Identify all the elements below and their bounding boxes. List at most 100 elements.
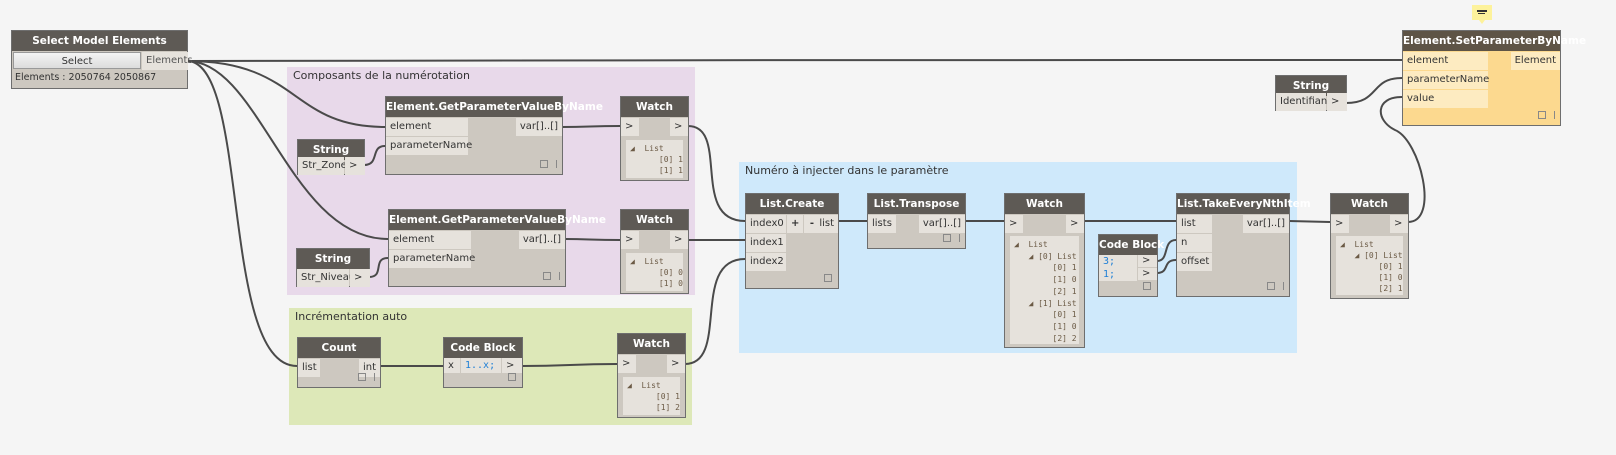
string-value[interactable]: Identifiant [1276, 93, 1331, 111]
watch-node-4[interactable]: Watch > > ◢ List ◢ [0] List [0] 1 [1] 0 … [1330, 193, 1409, 299]
input-port-element[interactable]: element [1403, 52, 1488, 70]
input-port-element[interactable]: element [389, 231, 471, 249]
code-line[interactable]: 3; [1099, 255, 1137, 268]
output-port[interactable]: var[]..[] [518, 231, 565, 249]
input-port-index1[interactable]: index1 [746, 234, 786, 252]
watch-line: [0] 0 [630, 268, 683, 277]
output-port[interactable]: var[]..[] [1242, 215, 1289, 233]
watch-output: ◢ List ◢ [0] List [0] 1 [1] 0 [2] 1 ◢ [1… [1010, 236, 1079, 344]
wire [561, 125, 621, 128]
watch-node-5[interactable]: Watch > > ◢ List [0] 1 [1] 2 [617, 333, 686, 418]
output-port-elements[interactable]: Elements [142, 52, 193, 70]
output-port[interactable]: > [1327, 93, 1347, 111]
node-title: String [1276, 76, 1346, 96]
output-port-int[interactable]: int [358, 359, 380, 377]
list-create-node[interactable]: List.Create index0 index1 index2 + - lis… [745, 193, 839, 289]
set-parameter-by-name-node[interactable]: Element.SetParameterByName element param… [1402, 30, 1586, 126]
get-parameter-value-node-2[interactable]: Element.GetParameterValueByName element … [388, 209, 606, 287]
input-port[interactable]: > [1331, 215, 1349, 233]
input-port-parametername[interactable]: parameterName [386, 137, 472, 155]
watch-line: [2] 1 [1340, 284, 1403, 293]
wire [1345, 77, 1403, 104]
input-port-x[interactable]: x [444, 358, 460, 373]
output-port[interactable]: > [1390, 215, 1408, 233]
wire [564, 238, 621, 241]
input-port-lists[interactable]: lists [868, 215, 896, 233]
node-title: String [298, 140, 364, 160]
watch-node-2[interactable]: Watch > > ◢ List [0] 0 [1] 0 [620, 209, 689, 294]
input-port-n[interactable]: n [1177, 234, 1212, 252]
input-port-index2[interactable]: index2 [746, 253, 786, 271]
preview-toggle[interactable] [543, 272, 551, 280]
preview-toggle[interactable] [1267, 282, 1275, 290]
node-title: Watch [1005, 194, 1084, 214]
code-line[interactable]: 1; [1099, 268, 1137, 281]
watch-line: [1] 2 [627, 403, 680, 412]
get-parameter-value-node-1[interactable]: Element.GetParameterValueByName element … [385, 96, 603, 175]
select-button[interactable]: Select [13, 52, 141, 69]
string-node-identifiant[interactable]: String Identifiant > [1275, 75, 1347, 111]
output-port[interactable]: > [1066, 215, 1084, 233]
preview-toggle[interactable] [540, 160, 548, 168]
output-port[interactable]: > [1138, 268, 1157, 280]
count-node[interactable]: Count list int [297, 337, 381, 388]
wire [186, 60, 386, 128]
output-port[interactable]: > [1138, 255, 1157, 267]
select-model-elements-node[interactable]: Select Model Elements Select Elements El… [11, 30, 193, 89]
output-port[interactable]: var[]..[] [515, 118, 562, 136]
watch-node-1[interactable]: Watch > > ◢ List [0] 1 [1] 1 [620, 96, 689, 181]
string-value[interactable]: Str_Zone [298, 157, 347, 175]
input-port-value[interactable]: value [1403, 90, 1488, 108]
preview-toggle[interactable] [358, 373, 366, 381]
wire [1288, 220, 1331, 223]
note-icon[interactable] [1472, 5, 1492, 24]
watch-line: ◢ List [1014, 240, 1048, 249]
input-port-element[interactable]: element [386, 118, 468, 136]
code-block-node-range[interactable]: Code Block x 1..x; > [443, 337, 523, 388]
node-title: Count [298, 338, 380, 358]
watch-line: [1] 0 [630, 279, 683, 288]
output-port[interactable]: var[]..[] [918, 215, 965, 233]
preview-toggle[interactable] [943, 234, 951, 242]
code-line[interactable]: 1..x; [461, 358, 501, 373]
input-port-list[interactable]: list [1177, 215, 1212, 233]
output-port[interactable]: > [670, 118, 688, 136]
group-title: Composants de la numérotation [293, 69, 470, 82]
watch-line: ◢ List [1340, 240, 1374, 249]
input-port[interactable]: > [618, 355, 636, 373]
output-port[interactable]: > [670, 231, 688, 249]
add-input-button[interactable]: + [787, 215, 803, 233]
output-port-element[interactable]: Element [1510, 52, 1560, 70]
output-port[interactable]: > [345, 157, 365, 175]
output-port[interactable]: > [350, 269, 370, 287]
wire [368, 257, 389, 278]
input-port-index0[interactable]: index0 [746, 215, 786, 233]
preview-toggle[interactable] [508, 373, 516, 381]
watch-line: [0] 1 [1014, 263, 1077, 273]
watch-line: ◢ [0] List [1014, 251, 1077, 261]
code-block-node-nums[interactable]: Code Block 3; 1; > > [1098, 234, 1164, 297]
input-port-list[interactable]: list [298, 359, 320, 377]
watch-node-3[interactable]: Watch > > ◢ List ◢ [0] List [0] 1 [1] 0 … [1004, 193, 1085, 348]
preview-toggle[interactable] [824, 274, 832, 282]
output-port[interactable]: > [667, 355, 685, 373]
input-port-parametername[interactable]: parameterName [1403, 71, 1489, 89]
output-port-list[interactable]: list [815, 215, 838, 233]
group-title: Incrémentation auto [295, 310, 408, 323]
string-value[interactable]: Str_Niveau [297, 269, 355, 287]
take-every-nth-item-node[interactable]: List.TakeEveryNthItem list n offset var[… [1176, 193, 1311, 297]
output-port[interactable]: > [502, 358, 522, 373]
string-node-zone[interactable]: String Str_Zone > [297, 139, 365, 175]
string-node-niveau[interactable]: String Str_Niveau > [296, 248, 370, 287]
input-port[interactable]: > [1005, 215, 1023, 233]
watch-line: [1] 0 [1014, 321, 1077, 331]
preview-toggle[interactable] [1538, 111, 1546, 119]
input-port-offset[interactable]: offset [1177, 253, 1212, 271]
preview-toggle[interactable] [1143, 282, 1151, 290]
input-port[interactable]: > [621, 231, 639, 249]
list-transpose-node[interactable]: List.Transpose lists var[]..[] [867, 193, 966, 249]
watch-line: [1] 0 [1014, 275, 1077, 285]
input-port[interactable]: > [621, 118, 639, 136]
watch-output: ◢ List [0] 1 [1] 2 [623, 377, 680, 415]
input-port-parametername[interactable]: parameterName [389, 250, 475, 268]
